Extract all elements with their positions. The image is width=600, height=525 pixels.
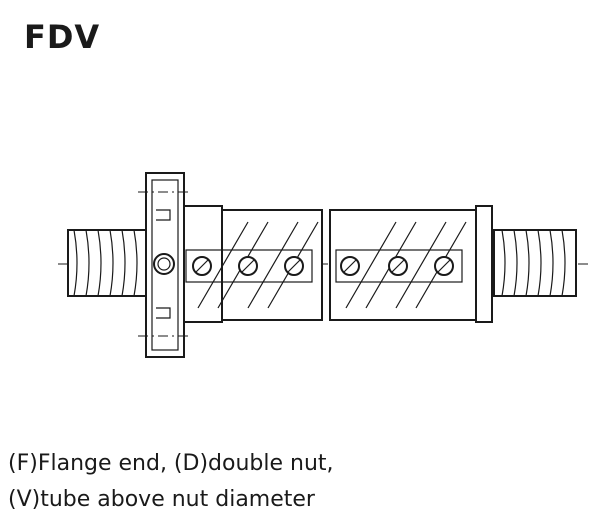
screw-icons-right xyxy=(340,256,454,276)
left-screw-shaft xyxy=(67,229,151,297)
right-screw-shaft xyxy=(493,229,577,297)
caption-line-1: (F)Flange end, (D)double nut, xyxy=(8,451,334,476)
fdv-ballscrew-drawing xyxy=(58,172,590,358)
nut-body-left xyxy=(183,205,323,323)
figure-title: FDV xyxy=(24,18,101,56)
caption-line-2: (V)tube above nut diameter xyxy=(8,487,315,512)
flange xyxy=(138,172,190,358)
caption: (F)Flange end, (D)double nut, (V)tube ab… xyxy=(8,446,334,518)
screw-icons-left xyxy=(192,256,304,276)
